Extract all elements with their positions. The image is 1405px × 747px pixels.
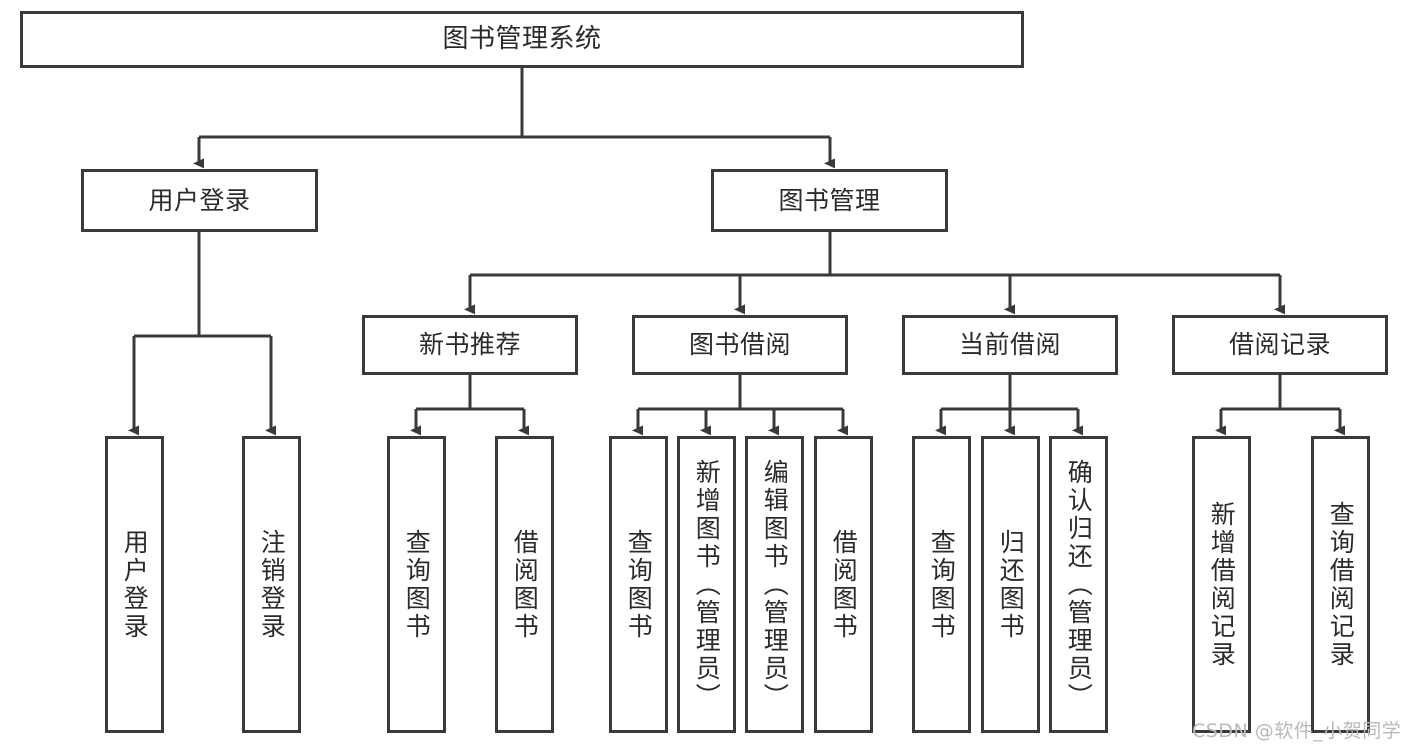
leaf-book-borrow-query-label: 查询图书: [624, 528, 654, 641]
node-new-book-recommend[interactable]: 新书推荐: [362, 315, 578, 375]
leaf-current-borrow-query[interactable]: 查询图书: [912, 436, 971, 733]
leaf-new-book-borrow[interactable]: 借阅图书: [495, 436, 554, 733]
leaf-current-borrow-confirm-label: 确认归还（管理员）: [1064, 458, 1094, 711]
leaf-current-borrow-return[interactable]: 归还图书: [981, 436, 1040, 733]
node-borrow-record[interactable]: 借阅记录: [1172, 315, 1388, 375]
leaf-book-borrow-borrow-label: 借阅图书: [829, 528, 859, 641]
leaf-book-borrow-borrow[interactable]: 借阅图书: [814, 436, 873, 733]
leaf-new-book-query-label: 查询图书: [402, 528, 432, 641]
leaf-borrow-record-add[interactable]: 新增借阅记录: [1192, 436, 1251, 733]
node-book-borrow[interactable]: 图书借阅: [632, 315, 848, 375]
node-root-system-label: 图书管理系统: [442, 24, 602, 55]
leaf-user-login-login-label: 用户登录: [120, 528, 150, 641]
leaf-user-login-logout[interactable]: 注销登录: [242, 436, 301, 733]
leaf-current-borrow-return-label: 归还图书: [996, 528, 1026, 641]
leaf-current-borrow-query-label: 查询图书: [927, 528, 957, 641]
leaf-book-borrow-query[interactable]: 查询图书: [609, 436, 668, 733]
node-user-login[interactable]: 用户登录: [81, 169, 318, 232]
node-current-borrow-label: 当前借阅: [958, 330, 1061, 360]
leaf-borrow-record-query[interactable]: 查询借阅记录: [1311, 436, 1370, 733]
leaf-new-book-borrow-label: 借阅图书: [510, 528, 540, 641]
leaf-new-book-query[interactable]: 查询图书: [387, 436, 446, 733]
node-user-login-label: 用户登录: [148, 185, 251, 215]
node-book-management-label: 图书管理: [778, 185, 881, 215]
leaf-book-borrow-edit[interactable]: 编辑图书（管理员）: [745, 436, 804, 733]
leaf-current-borrow-confirm[interactable]: 确认归还（管理员）: [1049, 436, 1108, 733]
node-root-system[interactable]: 图书管理系统: [20, 11, 1024, 68]
node-book-borrow-label: 图书借阅: [688, 330, 791, 360]
leaf-user-login-login[interactable]: 用户登录: [105, 436, 164, 733]
node-borrow-record-label: 借阅记录: [1228, 330, 1331, 360]
node-new-book-recommend-label: 新书推荐: [418, 330, 521, 360]
node-current-borrow[interactable]: 当前借阅: [902, 315, 1118, 375]
leaf-book-borrow-add[interactable]: 新增图书（管理员）: [677, 436, 736, 733]
leaf-book-borrow-edit-label: 编辑图书（管理员）: [760, 458, 790, 711]
leaf-borrow-record-query-label: 查询借阅记录: [1326, 500, 1356, 669]
leaf-borrow-record-add-label: 新增借阅记录: [1207, 500, 1237, 669]
leaf-user-login-logout-label: 注销登录: [257, 528, 287, 641]
leaf-book-borrow-add-label: 新增图书（管理员）: [692, 458, 722, 711]
node-book-management[interactable]: 图书管理: [711, 169, 948, 232]
